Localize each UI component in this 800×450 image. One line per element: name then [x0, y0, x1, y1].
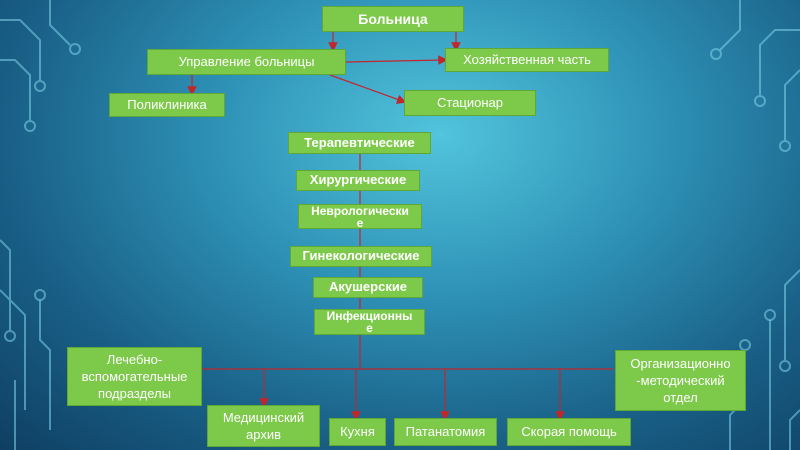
- node-polyclinic[interactable]: Поликлиника: [109, 93, 225, 117]
- arrow-management-economic: [345, 55, 448, 65]
- node-auxiliary[interactable]: Лечебно- вспомогательные подразделы: [67, 347, 202, 406]
- node-economic[interactable]: Хозяйственная часть: [445, 48, 609, 72]
- node-management[interactable]: Управление больницы: [147, 49, 346, 75]
- node-therapeutic[interactable]: Терапевтические: [288, 132, 431, 154]
- node-gynecological[interactable]: Гинекологические: [290, 246, 432, 267]
- node-organizational[interactable]: Организационно -методический отдел: [615, 350, 746, 411]
- node-infectious[interactable]: Инфекционны е: [314, 309, 425, 335]
- node-hospital[interactable]: Больница: [322, 6, 464, 32]
- node-surgical[interactable]: Хирургические: [296, 170, 420, 191]
- node-ambulance[interactable]: Скорая помощь: [507, 418, 631, 446]
- node-obstetric[interactable]: Акушерские: [313, 277, 423, 298]
- node-neurological[interactable]: Неврологически е: [298, 204, 422, 229]
- node-kitchen[interactable]: Кухня: [329, 418, 386, 446]
- arrow-management-inpatient: [329, 74, 407, 104]
- node-inpatient[interactable]: Стационар: [404, 90, 536, 116]
- node-pathology[interactable]: Патанатомия: [394, 418, 497, 446]
- node-archive[interactable]: Медицинский архив: [207, 405, 320, 447]
